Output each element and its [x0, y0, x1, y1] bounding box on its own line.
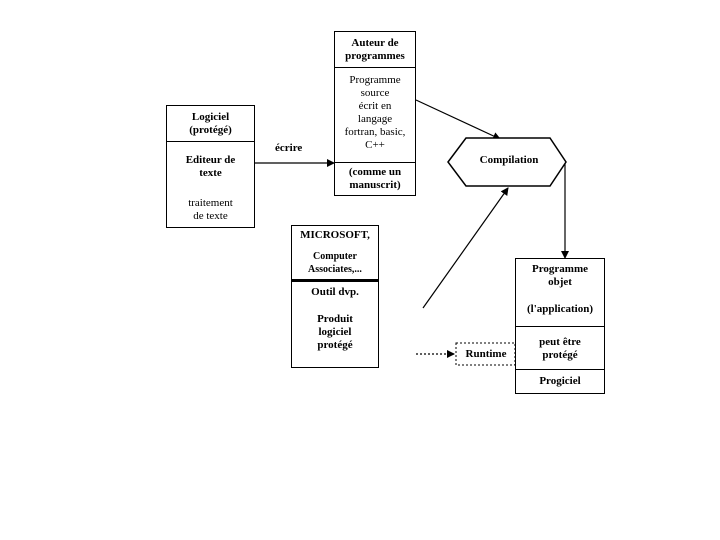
auteur-programme-source: Programme source écrit en langage fortra… — [344, 74, 406, 151]
compilation-hexagon — [447, 137, 567, 187]
produit-logiciel: Produit logiciel protégé — [317, 312, 353, 351]
compilation-label: Compilation — [479, 154, 539, 166]
logiciel-editeur: Editeur de texte — [185, 154, 236, 179]
ecrire-label: écrire — [275, 142, 303, 154]
outil-dvp-label: Outil dvp. — [311, 285, 359, 298]
logiciel-header: Logiciel (protégé) — [167, 106, 254, 142]
runtime-label: Runtime — [465, 348, 507, 360]
arrow-auteur-to-compilation — [415, 99, 501, 140]
microsoft-header: MICROSOFT, Computer Associates,... — [292, 226, 378, 282]
auteur-header: Auteur de programmes — [335, 32, 415, 68]
programme-protege: peut être protégé — [539, 336, 581, 361]
logiciel-box: Logiciel (protégé) Editeur de texte trai… — [166, 105, 255, 228]
programme-objet-header: Programme objet — [532, 263, 588, 288]
programme-application: (l'application) — [516, 303, 604, 327]
progiciel-label: Progiciel — [516, 369, 604, 393]
auteur-box: Auteur de programmes Programme source éc… — [334, 31, 416, 196]
arrow-outil-to-compilation — [422, 187, 509, 309]
auteur-manuscrit: (comme un manuscrit) — [335, 162, 415, 195]
programme-objet-box: Programme objet (l'application) peut êtr… — [515, 258, 605, 394]
logiciel-traitement: traitement de texte — [188, 197, 233, 222]
microsoft-box: MICROSOFT, Computer Associates,... Outil… — [291, 225, 379, 368]
